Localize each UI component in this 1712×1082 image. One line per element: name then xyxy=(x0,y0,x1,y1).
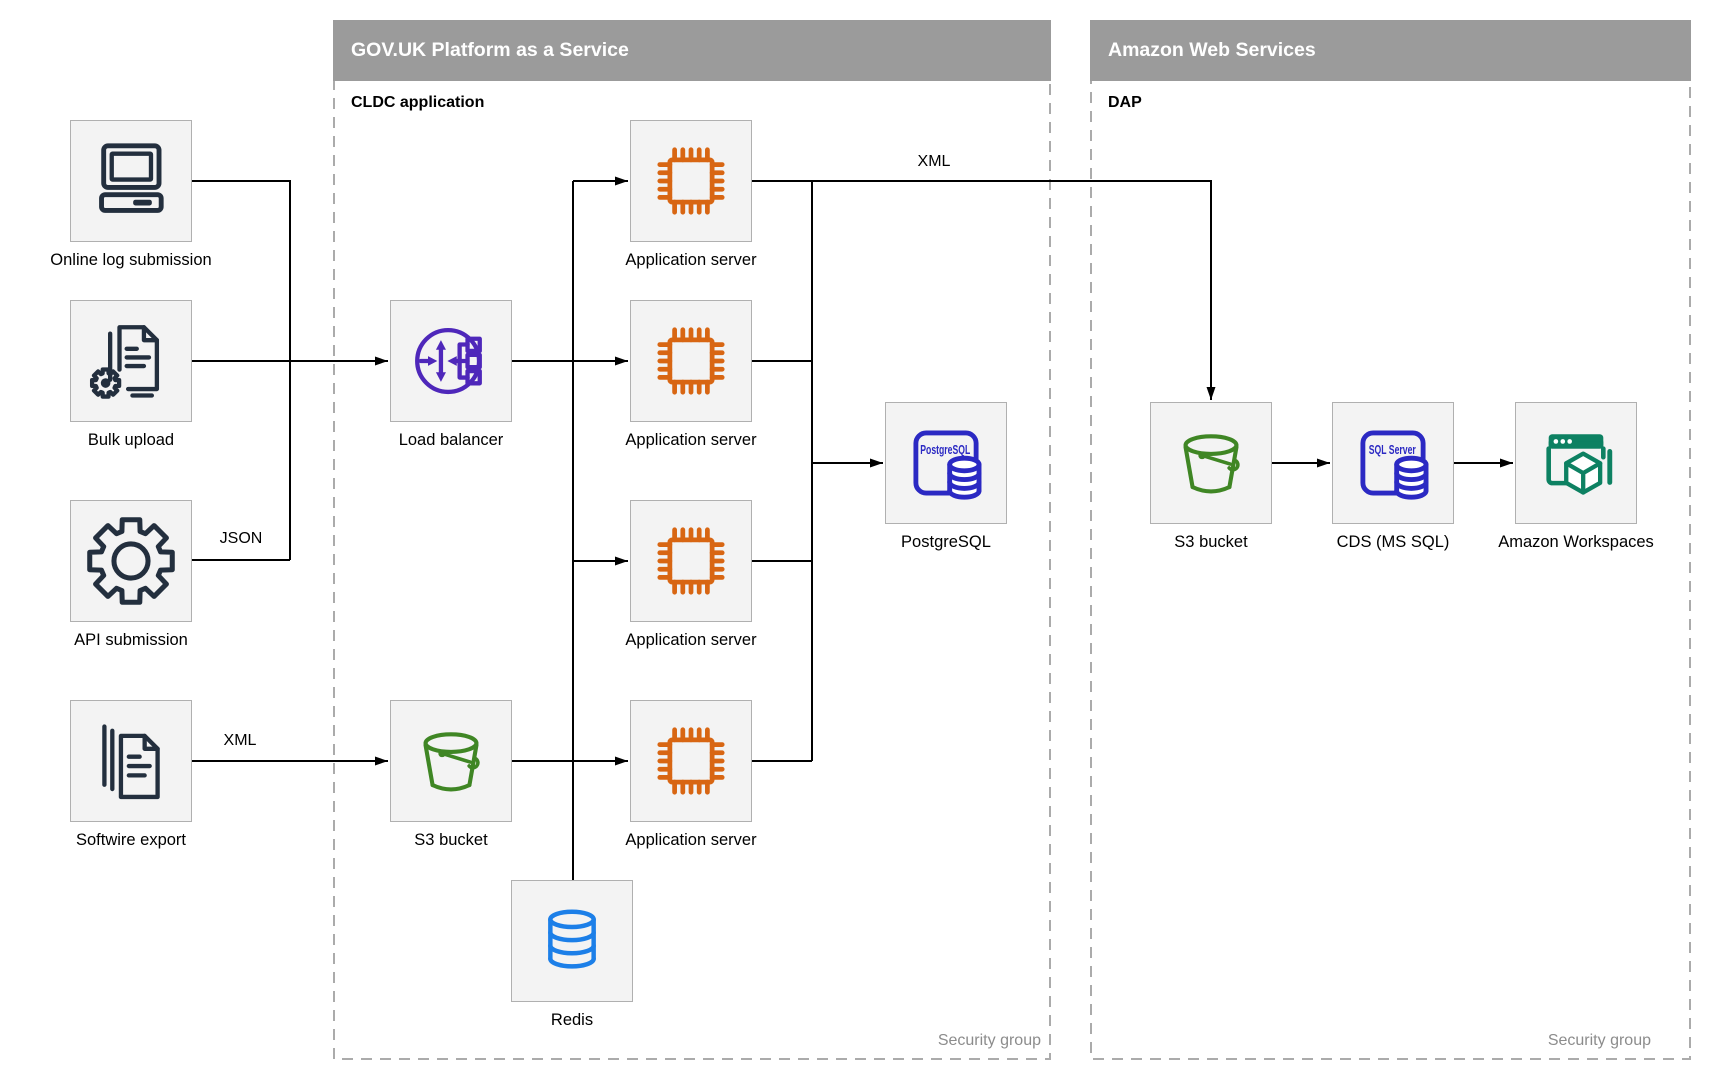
edge-online-log-merge xyxy=(192,180,291,560)
postgresql-icon: PostgreSQL xyxy=(913,430,982,500)
paas-zone-border xyxy=(333,20,1051,1060)
node-label-app-server-3: Application server xyxy=(625,631,757,649)
paas-s3-box xyxy=(390,700,512,822)
online-log-box xyxy=(70,120,192,242)
app-server-3-box xyxy=(630,500,752,622)
cds-box: SQL Server xyxy=(1332,402,1454,524)
load-balancer-box xyxy=(390,300,512,422)
node-label-app-server-2: Application server xyxy=(625,431,757,449)
gear-icon xyxy=(85,515,177,607)
app-server-1-box xyxy=(630,120,752,242)
node-label-bulk-upload: Bulk upload xyxy=(87,431,175,449)
node-softwire-export: Softwire export xyxy=(70,700,192,850)
workspaces-box xyxy=(1515,402,1637,524)
softwire-export-box xyxy=(70,700,192,822)
edge-label-json: JSON xyxy=(216,530,266,548)
aws-zone-border xyxy=(1090,20,1691,1060)
app-server-4-box xyxy=(630,700,752,822)
api-submission-box xyxy=(70,500,192,622)
node-label-softwire-export: Softwire export xyxy=(75,831,187,849)
bulk-upload-box xyxy=(70,300,192,422)
node-cds-mssql: SQL Server CDS (MS SQL) xyxy=(1332,402,1454,552)
node-app-server-4: Application server xyxy=(625,700,757,850)
node-redis: Redis xyxy=(511,880,633,1030)
documents-stack-icon xyxy=(102,724,160,800)
s3-bucket-icon xyxy=(1167,419,1255,507)
node-label-app-server-1: Application server xyxy=(625,251,757,269)
sql-server-icon-text: SQL Server xyxy=(1369,442,1416,457)
node-aws-s3-bucket: S3 bucket xyxy=(1150,402,1272,552)
node-label-cds: CDS (MS SQL) xyxy=(1336,533,1450,551)
node-app-server-3: Application server xyxy=(625,500,757,650)
node-api-submission: API submission xyxy=(70,500,192,650)
node-label-load-balancer: Load balancer xyxy=(398,431,504,449)
node-label-online-log: Online log submission xyxy=(50,251,212,269)
node-label-app-server-4: Application server xyxy=(625,831,757,849)
node-label-aws-s3: S3 bucket xyxy=(1174,533,1248,551)
workspaces-icon xyxy=(1546,434,1613,495)
node-amazon-workspaces: Amazon Workspaces xyxy=(1498,402,1654,552)
sql-server-icon: SQL Server xyxy=(1360,430,1429,500)
node-label-postgresql: PostgreSQL xyxy=(901,533,991,551)
redis-box xyxy=(511,880,633,1002)
node-online-log-submission: Online log submission xyxy=(50,120,212,270)
node-label-redis: Redis xyxy=(550,1011,594,1029)
s3-bucket-icon xyxy=(407,717,495,805)
node-label-api-submission: API submission xyxy=(74,631,188,649)
chip-icon xyxy=(657,727,725,795)
node-postgresql: PostgreSQL PostgreSQL xyxy=(885,402,1007,552)
chip-icon xyxy=(657,327,725,395)
chip-icon xyxy=(657,147,725,215)
computer-icon xyxy=(99,143,164,213)
postgresql-icon-text: PostgreSQL xyxy=(920,442,970,457)
node-app-server-2: Application server xyxy=(625,300,757,450)
chip-icon xyxy=(657,527,725,595)
edge-app1-to-dap-s3 xyxy=(752,180,1216,400)
app-server-2-box xyxy=(630,300,752,422)
node-bulk-upload: Bulk upload xyxy=(70,300,192,450)
load-balancer-icon xyxy=(415,327,482,395)
node-paas-s3-bucket: S3 bucket xyxy=(390,700,512,850)
node-label-workspaces: Amazon Workspaces xyxy=(1498,533,1654,551)
node-label-paas-s3: S3 bucket xyxy=(414,831,488,849)
node-app-server-1: Application server xyxy=(625,120,757,270)
node-load-balancer: Load balancer xyxy=(390,300,512,450)
postgresql-box: PostgreSQL xyxy=(885,402,1007,524)
aws-s3-box xyxy=(1150,402,1272,524)
document-gear-icon xyxy=(85,325,160,407)
database-icon xyxy=(548,909,596,969)
edge-label-xml-dap: XML xyxy=(914,153,954,171)
edge-label-xml-softwire: XML xyxy=(220,732,260,750)
